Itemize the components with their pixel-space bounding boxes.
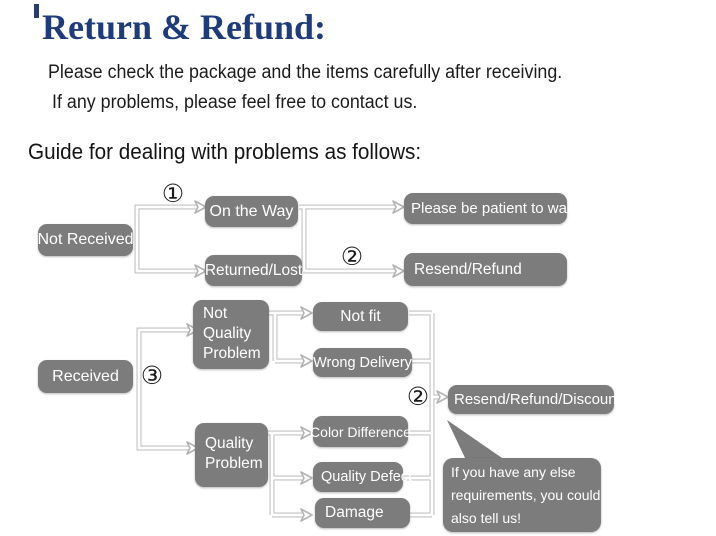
- bubble-line: requirements, you could: [451, 487, 601, 503]
- flow-node-quality-problem: Quality Problem: [195, 423, 268, 487]
- arrow-right-icon: [300, 306, 313, 320]
- node-line: Problem: [203, 345, 261, 362]
- flow-node-not-quality-problem: Not Quality Problem: [193, 300, 269, 369]
- step-1-marker: ①: [161, 179, 185, 208]
- flow-node-not-received: Not Received: [37, 224, 134, 256]
- speech-bubble: If you have any else requirements, you c…: [443, 458, 601, 532]
- arrow-right-icon: [300, 354, 313, 368]
- flow-node-quality-defect: Quality Defect: [313, 462, 412, 492]
- flow-node-be-patient: Please be patient to wait: [404, 193, 574, 224]
- flow-node-received: Received: [38, 360, 133, 393]
- flow-node-damage: Damage: [315, 498, 410, 528]
- bubble-line: also tell us!: [451, 510, 522, 526]
- arrow-right-icon: [300, 471, 313, 485]
- flow-node-resend-refund: Resend/Refund: [404, 253, 567, 286]
- arrow-right-icon: [392, 264, 405, 278]
- node-line: Not: [203, 305, 228, 322]
- bubble-line: If you have any else: [451, 464, 576, 480]
- step-3-marker: ③: [140, 361, 164, 390]
- flow-node-resend-refund-discount: Resend/Refund/Discount: [448, 385, 621, 414]
- flow-node-on-the-way: On the Way: [205, 196, 298, 227]
- step-2-marker: ②: [406, 382, 430, 411]
- flow-node-not-fit: Not fit: [313, 302, 408, 331]
- arrow-right-icon: [300, 508, 313, 522]
- flow-node-color-difference: Color Difference: [310, 416, 411, 447]
- node-line: Quality: [203, 325, 252, 342]
- node-line: Quality: [205, 435, 254, 452]
- intro-line-1: Please check the package and the items c…: [48, 62, 563, 83]
- intro-line-2: If any problems, please feel free to con…: [52, 92, 418, 113]
- page-title: Return & Refund:: [42, 7, 326, 47]
- node-line: Problem: [205, 455, 263, 472]
- arrow-right-icon: [392, 200, 405, 214]
- flow-node-returned-lost: Returned/Lost: [205, 255, 302, 286]
- speech-bubble-tail: [447, 420, 505, 460]
- step-2-marker: ②: [340, 242, 364, 271]
- flow-node-wrong-delivery: Wrong Delivery: [313, 348, 412, 377]
- decorative-tick: [34, 4, 39, 18]
- guide-heading: Guide for dealing with problems as follo…: [28, 139, 422, 164]
- arrow-right-icon: [436, 390, 449, 404]
